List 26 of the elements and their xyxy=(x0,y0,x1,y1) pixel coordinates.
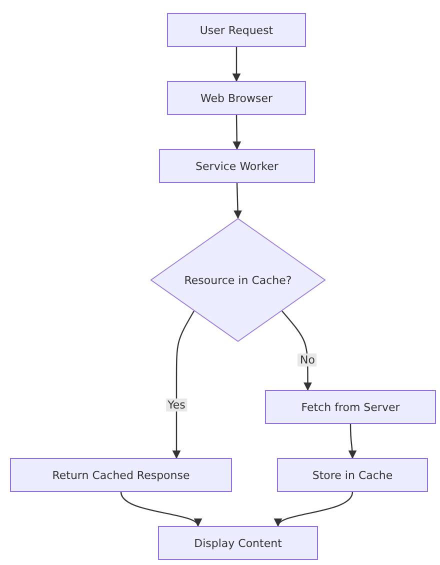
edge-label: Yes xyxy=(166,398,188,412)
decision-diamond xyxy=(150,218,326,342)
node-text: User Request xyxy=(200,24,274,36)
node-text: Display Content xyxy=(194,536,282,550)
process-box xyxy=(167,81,306,115)
process-box xyxy=(10,458,232,492)
process-box xyxy=(277,458,428,492)
node-text: Web Browser xyxy=(200,92,273,104)
node-text: Resource in Cache? xyxy=(184,274,292,286)
process-box xyxy=(265,390,436,424)
process-box xyxy=(159,149,315,183)
arrow xyxy=(234,182,242,219)
edge-label: No xyxy=(298,353,317,366)
process-box xyxy=(167,13,306,47)
node-text: Return Cached Response xyxy=(52,468,190,482)
arrow xyxy=(348,424,357,459)
arrow xyxy=(277,492,354,527)
arrow xyxy=(120,492,199,527)
node-text: Service Worker xyxy=(196,160,278,172)
node-text: Fetch from Server xyxy=(301,400,400,414)
process-box xyxy=(158,526,318,560)
arrow xyxy=(172,310,195,459)
arrow xyxy=(232,47,241,82)
arrow xyxy=(232,115,242,150)
arrow xyxy=(282,310,312,391)
node-text: Store in Cache xyxy=(312,468,393,482)
